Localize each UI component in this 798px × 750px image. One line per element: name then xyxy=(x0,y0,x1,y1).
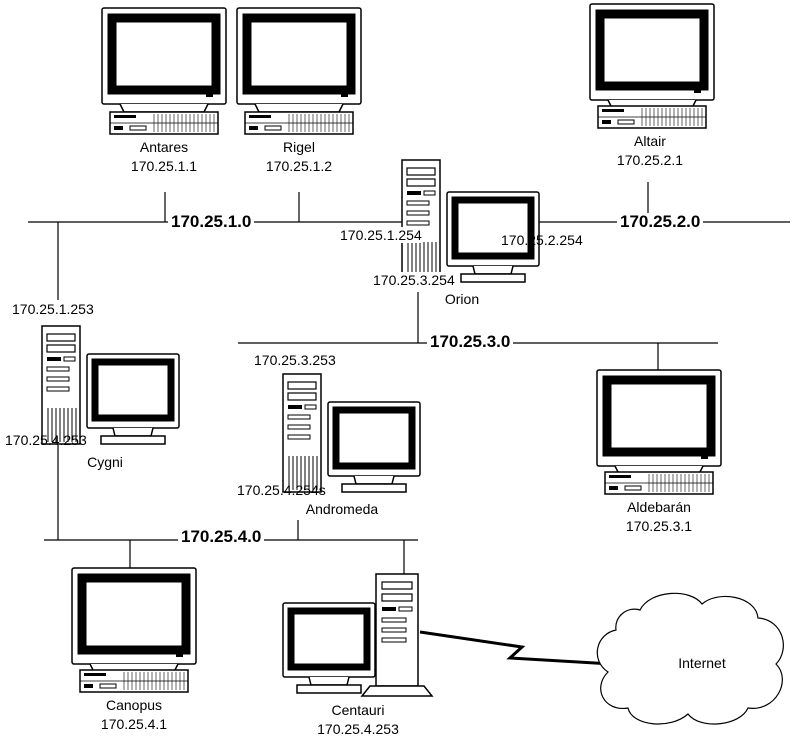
cygni-ip-net1: 170.25.1.253 xyxy=(12,301,94,317)
antares-name: Antares xyxy=(139,139,189,155)
altair-name: Altair xyxy=(634,133,666,149)
orion-ip-net1: 170.25.1.254 xyxy=(340,227,422,243)
internet-label: Internet xyxy=(678,655,726,671)
centauri-name: Centauri xyxy=(331,702,385,718)
cygni-router-icon xyxy=(41,325,179,444)
centauri-gateway-icon xyxy=(283,573,434,697)
orion-router-icon xyxy=(401,159,539,282)
cygni-name: Cygni xyxy=(87,454,123,470)
network-label-170-25-1-0: 170.25.1.0 xyxy=(168,213,255,231)
rigel-name: Rigel xyxy=(283,139,315,155)
rigel-ip: 170.25.1.2 xyxy=(265,158,333,174)
aldebaran-name: Aldebarán xyxy=(627,499,691,515)
internet-cloud-icon xyxy=(596,592,784,725)
network-label-170-25-4-0: 170.25.4.0 xyxy=(178,528,265,546)
antares-ip: 170.25.1.1 xyxy=(130,158,198,174)
network-label-170-25-3-0: 170.25.3.0 xyxy=(427,333,514,351)
aldebaran-computer-icon xyxy=(597,370,721,495)
andromeda-ip-net3: 170.25.3.253 xyxy=(254,352,336,368)
antares-computer-icon xyxy=(102,8,226,135)
centauri-ip: 170.25.4.253 xyxy=(317,721,399,737)
orion-ip-net3: 170.25.3.254 xyxy=(373,272,455,288)
andromeda-router-icon xyxy=(282,373,420,492)
aldebaran-ip: 170.25.3.1 xyxy=(625,518,693,534)
andromeda-name: Andromeda xyxy=(305,501,379,517)
canopus-ip: 170.25.4.1 xyxy=(100,716,168,732)
orion-ip-net2: 170.25.2.254 xyxy=(501,232,583,248)
network-label-170-25-2-0: 170.25.2.0 xyxy=(617,213,704,231)
orion-name: Orion xyxy=(444,291,480,307)
cygni-ip-net4: 170.25.4.253 xyxy=(5,432,87,448)
altair-computer-icon xyxy=(590,4,714,129)
canopus-name: Canopus xyxy=(105,697,163,713)
andromeda-ip-net4: 170.25.4.254s xyxy=(237,482,326,498)
canopus-computer-icon xyxy=(72,568,196,693)
rigel-computer-icon xyxy=(237,8,361,135)
altair-ip: 170.25.2.1 xyxy=(616,152,684,168)
